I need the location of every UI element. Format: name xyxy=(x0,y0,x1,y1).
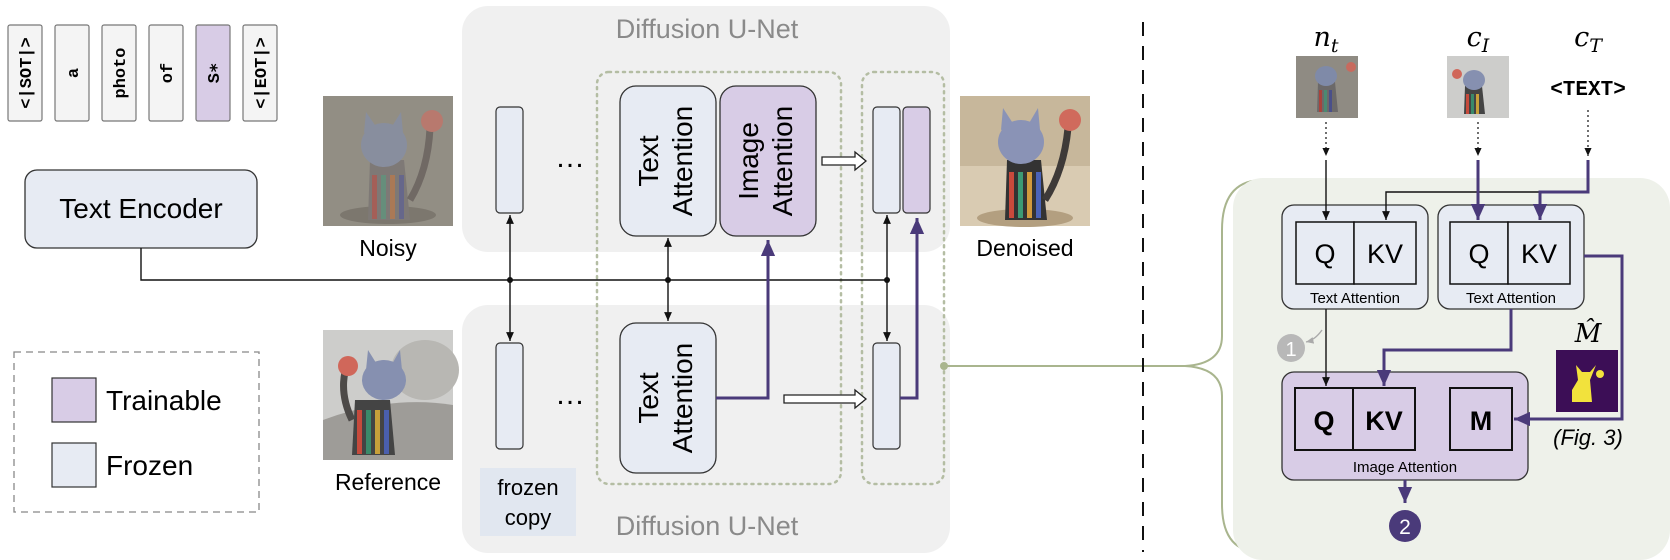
text-encoder-label: Text Encoder xyxy=(59,193,222,224)
input-cI-label: cI xyxy=(1467,22,1490,57)
frozen-copy-line1: frozen xyxy=(497,475,558,500)
token-label: <|EOT|> xyxy=(253,37,272,108)
detail-q-box-2 xyxy=(1449,221,1509,285)
detail-kv-2: KV xyxy=(1521,239,1557,269)
noisy-thumbnail xyxy=(1296,56,1358,118)
token-eot xyxy=(242,24,278,122)
unet-layer-bottom-left xyxy=(495,342,524,450)
step2-badge xyxy=(1389,510,1421,542)
attention-group-outline xyxy=(595,70,843,486)
detail-m: M xyxy=(1470,406,1493,436)
hollow-arrow-bottom xyxy=(783,388,868,410)
unet-top-title: Diffusion U-Net xyxy=(616,14,799,44)
detail-m-box xyxy=(1449,387,1513,451)
text-input-token: <TEXT> xyxy=(1550,79,1626,102)
legend xyxy=(13,351,260,513)
denoised-label: Denoised xyxy=(976,235,1073,261)
input-cT-label: cT xyxy=(1574,22,1603,57)
image-attention-top-line1: Image xyxy=(733,122,764,200)
token-label: a xyxy=(65,68,84,78)
detail-text-attention-1-label: Text Attention xyxy=(1310,290,1400,307)
text-attention-top xyxy=(619,85,717,237)
detail-image-attention-label: Image Attention xyxy=(1353,459,1457,476)
detail-kv-box-3 xyxy=(1352,387,1416,451)
input-dotted-arrows xyxy=(1322,110,1592,156)
detail-kv-1: KV xyxy=(1367,239,1403,269)
trainable-routes xyxy=(716,218,925,400)
input-n-label: nt xyxy=(1313,22,1338,57)
token-photo xyxy=(101,24,137,122)
token-a xyxy=(54,24,90,122)
mask-symbol: M̂ xyxy=(1574,318,1603,349)
token-label: S∗ xyxy=(206,63,225,83)
token-label: of xyxy=(159,63,178,83)
figure-reference: (Fig. 3) xyxy=(1553,425,1623,450)
unet-layer-top-left xyxy=(495,106,524,214)
legend-trainable-label: Trainable xyxy=(106,385,222,416)
detail-purple-arrows xyxy=(1376,160,1624,503)
reference-image xyxy=(323,330,459,460)
token-sot xyxy=(7,24,43,122)
legend-frozen-swatch xyxy=(51,442,97,488)
unet-layer-bottom-out xyxy=(872,342,901,450)
unet-layer-top-out-trainable xyxy=(902,106,931,214)
detail-text-attention-2-label: Text Attention xyxy=(1466,290,1556,307)
legend-frozen-label: Frozen xyxy=(106,450,193,481)
reference-label: Reference xyxy=(335,469,441,495)
step2-number: 2 xyxy=(1399,516,1411,539)
mask-thumbnail xyxy=(1556,350,1618,412)
step1-number: 1 xyxy=(1285,339,1296,361)
token-sequence: <|SOT|> a photo of S∗ <|EOT|> xyxy=(7,24,278,122)
text-attention-top-line2: Attention xyxy=(667,106,698,217)
detail-q-3: Q xyxy=(1313,406,1334,436)
noisy-label: Noisy xyxy=(359,235,417,261)
token-label: photo xyxy=(112,47,131,98)
detail-kv-box-2 xyxy=(1507,221,1571,285)
frozen-copy-line2: copy xyxy=(505,505,551,530)
unet-layer-top-out-frozen xyxy=(872,106,901,214)
image-attention-top-line2: Attention xyxy=(767,106,798,217)
reference-thumbnail xyxy=(1447,56,1509,118)
detail-brace xyxy=(1184,179,1261,553)
junction-dots xyxy=(507,277,890,283)
image-attention-top xyxy=(719,85,817,237)
ellipsis-top: … xyxy=(555,141,585,174)
denoised-image xyxy=(960,96,1090,227)
hollow-arrow-top xyxy=(821,150,868,172)
detail-kv-box-1 xyxy=(1353,221,1417,285)
token-label: <|SOT|> xyxy=(18,37,37,108)
ellipsis-bottom: … xyxy=(555,378,585,411)
step1-arrow xyxy=(1305,329,1323,344)
frozen-copy-box xyxy=(480,468,576,536)
text-attention-top-line1: Text xyxy=(633,135,664,187)
detail-kv-3: KV xyxy=(1365,406,1403,436)
detail-q-2: Q xyxy=(1468,239,1489,269)
detail-q-box-1 xyxy=(1295,221,1355,285)
output-group-outline xyxy=(860,70,946,486)
detail-q-1: Q xyxy=(1314,239,1335,269)
token-of xyxy=(148,24,184,122)
text-attention-bottom-line1: Text xyxy=(633,372,664,424)
legend-trainable-swatch xyxy=(51,377,97,423)
text-embedding-lines xyxy=(140,215,891,341)
text-attention-bottom-line2: Attention xyxy=(667,343,698,454)
unet-bottom-title: Diffusion U-Net xyxy=(616,511,799,541)
step1-badge xyxy=(1277,334,1305,362)
noisy-image xyxy=(323,96,453,226)
token-s-star xyxy=(195,24,231,122)
